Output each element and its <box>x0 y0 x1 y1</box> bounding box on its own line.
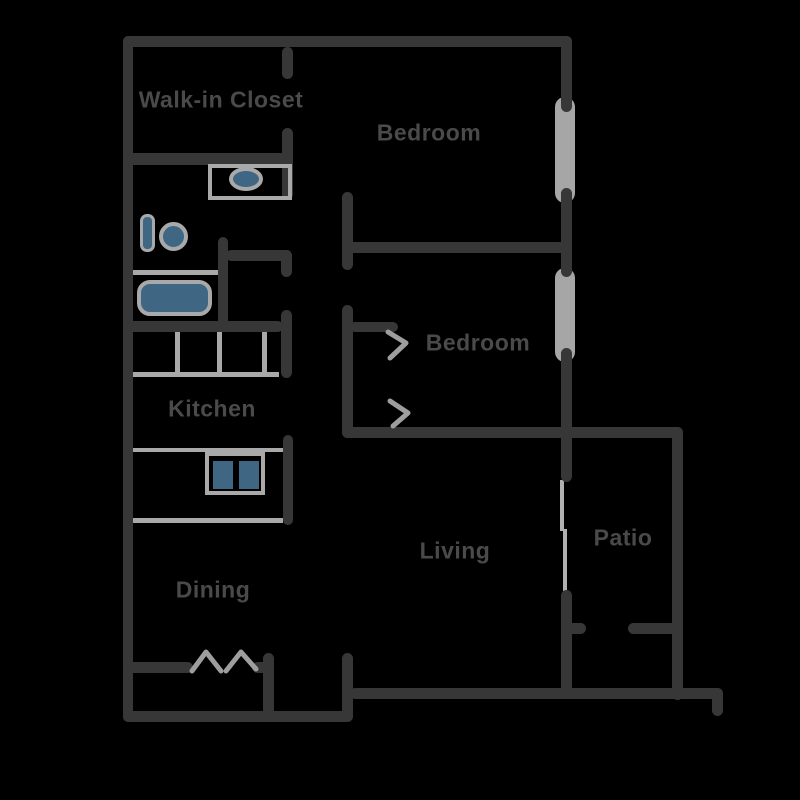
wall-living-south <box>350 688 723 699</box>
wall-toilet-nook <box>218 237 228 327</box>
wall-hall-lower <box>281 310 292 378</box>
sliding-door-icon <box>563 529 567 591</box>
wall-bedroom2-west-lower <box>342 305 353 438</box>
bath-divider-line <box>133 270 218 275</box>
stove-icon <box>205 452 265 495</box>
wall-closet-east-upper <box>282 47 293 79</box>
vanity-counter <box>208 164 292 200</box>
room-label-bedroom-2: Bedroom <box>425 329 531 356</box>
burner-icon <box>239 461 259 489</box>
wall-entry-left <box>123 662 193 673</box>
shelf-line <box>133 372 279 377</box>
room-label-living: Living <box>419 537 491 564</box>
shelf-divider <box>175 332 180 376</box>
counter-line <box>133 448 283 452</box>
wall-east-segment <box>561 348 572 482</box>
burner-icon <box>213 461 233 489</box>
wall-east-segment <box>561 590 572 698</box>
window-icon <box>555 268 575 362</box>
wall-east-segment <box>561 36 572 112</box>
room-label-kitchen: Kitchen <box>168 395 256 422</box>
wall-bedroom-divider <box>343 242 572 253</box>
wall-east-segment <box>561 188 572 277</box>
wall-hall-upper <box>281 250 292 277</box>
wall-bath-mid <box>226 250 292 261</box>
door-marker-icon <box>387 398 411 429</box>
wall-top <box>123 36 572 47</box>
toilet-bowl-icon <box>159 222 188 251</box>
door-marker-icon <box>385 329 409 361</box>
room-label-walk-in-closet: Walk-in Closet <box>138 86 304 113</box>
sink-icon <box>229 167 263 191</box>
bathtub-icon <box>137 280 212 316</box>
room-label-patio: Patio <box>593 524 653 551</box>
toilet-tank-icon <box>140 214 155 252</box>
room-label-bedroom-1: Bedroom <box>376 119 482 146</box>
wall-bedroom2-west-upper <box>342 192 353 270</box>
room-label-dining: Dining <box>175 576 251 603</box>
shelf-divider <box>217 332 222 376</box>
wall-bath-south <box>123 321 283 332</box>
wall-bedroom2-door-stub <box>350 322 398 332</box>
shelf-divider <box>262 332 267 376</box>
wall-west <box>123 36 133 722</box>
sliding-door-icon <box>560 480 564 531</box>
wall-entry-conn-left <box>263 653 274 722</box>
wall-patio-stub-right <box>628 623 678 634</box>
wall-patio-east <box>672 427 683 700</box>
wall-dining-south <box>123 711 351 722</box>
window-icon <box>555 97 575 203</box>
wall-kitchen-east <box>283 435 293 525</box>
counter-line <box>133 518 283 523</box>
wall-closet-south <box>123 153 293 165</box>
wall-stub-bottom-right <box>712 688 723 716</box>
wall-entry-conn-right <box>342 653 353 722</box>
wall-patio-stub-left <box>565 623 586 634</box>
door-marker-icon <box>223 649 259 674</box>
wall-living-north <box>342 427 683 438</box>
door-marker-icon <box>189 649 224 674</box>
